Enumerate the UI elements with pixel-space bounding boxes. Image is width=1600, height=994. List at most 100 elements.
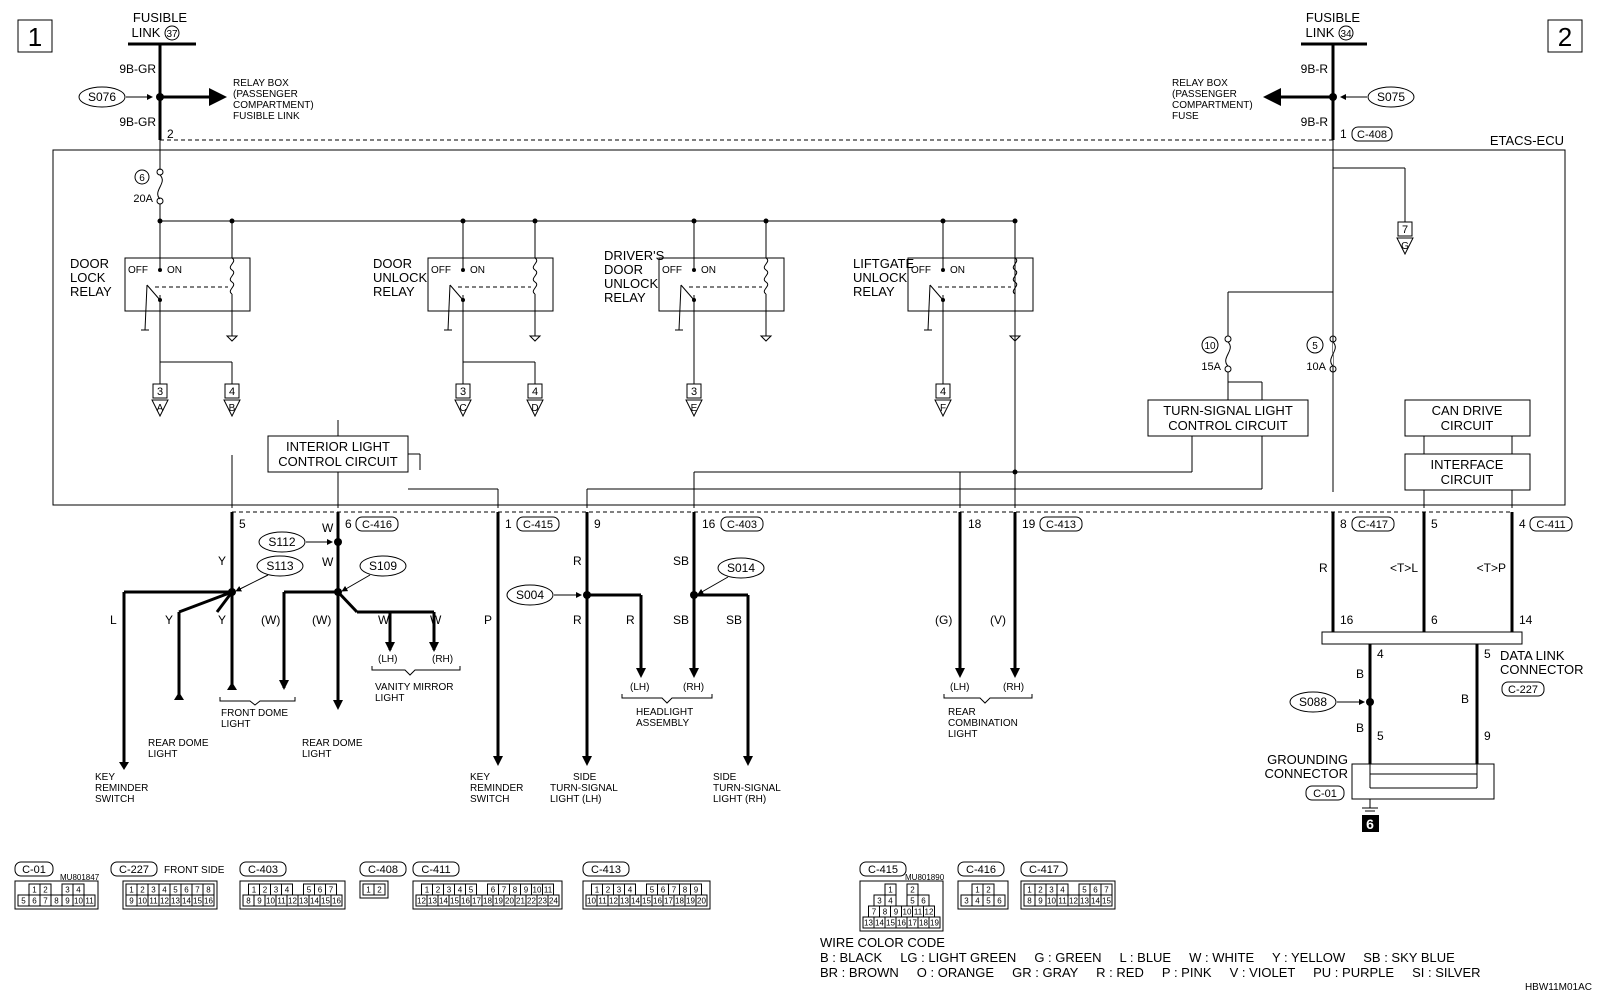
connector-pin: 7 [195, 886, 200, 895]
splice-s112-label: S112 [268, 535, 295, 549]
ground-name-2: CONNECTOR [1264, 766, 1348, 781]
fusible-37-line1: FUSIBLE [133, 10, 188, 25]
connector-pin: 20 [697, 897, 706, 906]
connector-pin: 16 [653, 897, 662, 906]
connector-pin: 2 [263, 886, 268, 895]
connector-pin: 15 [642, 897, 651, 906]
relay-name-line: DOOR [373, 256, 412, 271]
connector-pin: 11 [149, 897, 158, 906]
connector-pin: 18 [919, 919, 928, 928]
can-line2: CIRCUIT [1441, 418, 1494, 433]
conn-c413: C-413 [1046, 519, 1076, 531]
connector-pin: 4 [888, 897, 893, 906]
interior-line1: INTERIOR LIGHT [286, 439, 390, 454]
connector-pin: 13 [620, 897, 629, 906]
wire-y-3: Y [218, 613, 226, 627]
relay-on: ON [167, 265, 182, 276]
connector-pin: 4 [285, 886, 290, 895]
rear-dome-1-line1: REAR DOME [148, 738, 209, 749]
side-lh-3: LIGHT (LH) [550, 794, 602, 805]
relay-name-line: UNLOCK [604, 276, 659, 291]
interior-light-control-circuit: INTERIOR LIGHT CONTROL CIRCUIT [231, 420, 499, 508]
relay-name-line: RELAY [604, 290, 646, 305]
connector-pin: 3 [274, 886, 279, 895]
connector-pin: 5 [910, 897, 915, 906]
terminal-letter: A [157, 403, 164, 414]
relay-name-line: RELAY [70, 284, 112, 299]
connector-pin: 10 [533, 886, 542, 895]
page-number-left: 1 [17, 19, 53, 53]
connector-pin: 18 [675, 897, 684, 906]
dlc-pin14: 14 [1519, 613, 1533, 627]
connector-pin: 8 [683, 886, 688, 895]
grounding-connector: GROUNDING CONNECTOR C-01 6 [1264, 752, 1495, 832]
connector-pin: 15 [321, 897, 330, 906]
conn-c416: C-416 [362, 519, 392, 531]
connector-pin: 4 [162, 886, 167, 895]
connector-pin: 8 [513, 886, 518, 895]
page-number-right-text: 2 [1558, 22, 1572, 52]
connector-pin: 1 [1027, 886, 1032, 895]
relay-name-line: DOOR [604, 262, 643, 277]
ground-number: 6 [1366, 816, 1374, 832]
key-reminder-r-2: REMINDER [470, 783, 523, 794]
connector-pin: 6 [184, 886, 189, 895]
diagram-code: HBW11M01AC [1525, 982, 1592, 993]
fusible-34-number: 34 [1340, 29, 1352, 40]
connector-pin: 14 [310, 897, 319, 906]
connector-pin: 1 [252, 886, 257, 895]
connector-pin: 3 [877, 897, 882, 906]
connector-pin: 3 [617, 886, 622, 895]
pin-5b: 5 [1431, 517, 1438, 531]
connector-pin: 8 [883, 908, 888, 917]
terminal-number: 3 [691, 386, 697, 398]
connector-pin: 10 [587, 897, 596, 906]
connector-pin: 11 [544, 886, 553, 895]
connector-pin: 3 [65, 886, 70, 895]
connector-pin: 19 [686, 897, 695, 906]
connector-pin: 2 [436, 886, 441, 895]
terminal-letter: C [459, 403, 466, 414]
connector-pin: 6 [997, 897, 1002, 906]
connector-pin: 12 [609, 897, 618, 906]
connector-pin: 13 [428, 897, 437, 906]
connector-pin: 13 [299, 897, 308, 906]
wire-w-2: W [322, 555, 334, 569]
connector-pin: 1 [129, 886, 134, 895]
splice-s109 [359, 555, 407, 577]
splice-s113-label: S113 [266, 559, 293, 573]
connector-pin: 11 [85, 897, 94, 906]
fuse-5-number: 5 [1312, 341, 1318, 352]
fuse-6-number: 6 [139, 173, 145, 184]
relay-on: ON [701, 265, 716, 276]
gnd-pin5: 5 [1377, 729, 1384, 743]
connector-id: C-417 [1029, 864, 1059, 876]
headlight-rh: (RH) [683, 682, 704, 693]
legend-title: WIRE COLOR CODE [820, 935, 945, 950]
connector-pin: 9 [1038, 897, 1043, 906]
fusible-37-number: 37 [166, 29, 178, 40]
terminal-letter: F [940, 403, 946, 414]
connector-pin: 5 [469, 886, 474, 895]
headlight-lh: (LH) [630, 682, 649, 693]
connector-pin: 9 [694, 886, 699, 895]
connector-pin: 6 [921, 897, 926, 906]
splice-s088 [1289, 691, 1337, 713]
connector-pin: 2 [1038, 886, 1043, 895]
connector-pin: 21 [516, 897, 525, 906]
key-reminder-r-1: KEY [470, 772, 490, 783]
connector-pin: 8 [1027, 897, 1032, 906]
connector-pin: 1 [595, 886, 600, 895]
connector-pin: 12 [925, 908, 934, 917]
etacs-ecu-label: ETACS-ECU [1490, 133, 1564, 148]
connector-pin: 7 [1104, 886, 1109, 895]
wire-r-dlc: R [1319, 561, 1328, 575]
rear-dome-2-line2: LIGHT [302, 749, 331, 760]
connector-pin: 4 [628, 886, 633, 895]
terminal-letter: E [691, 403, 698, 414]
